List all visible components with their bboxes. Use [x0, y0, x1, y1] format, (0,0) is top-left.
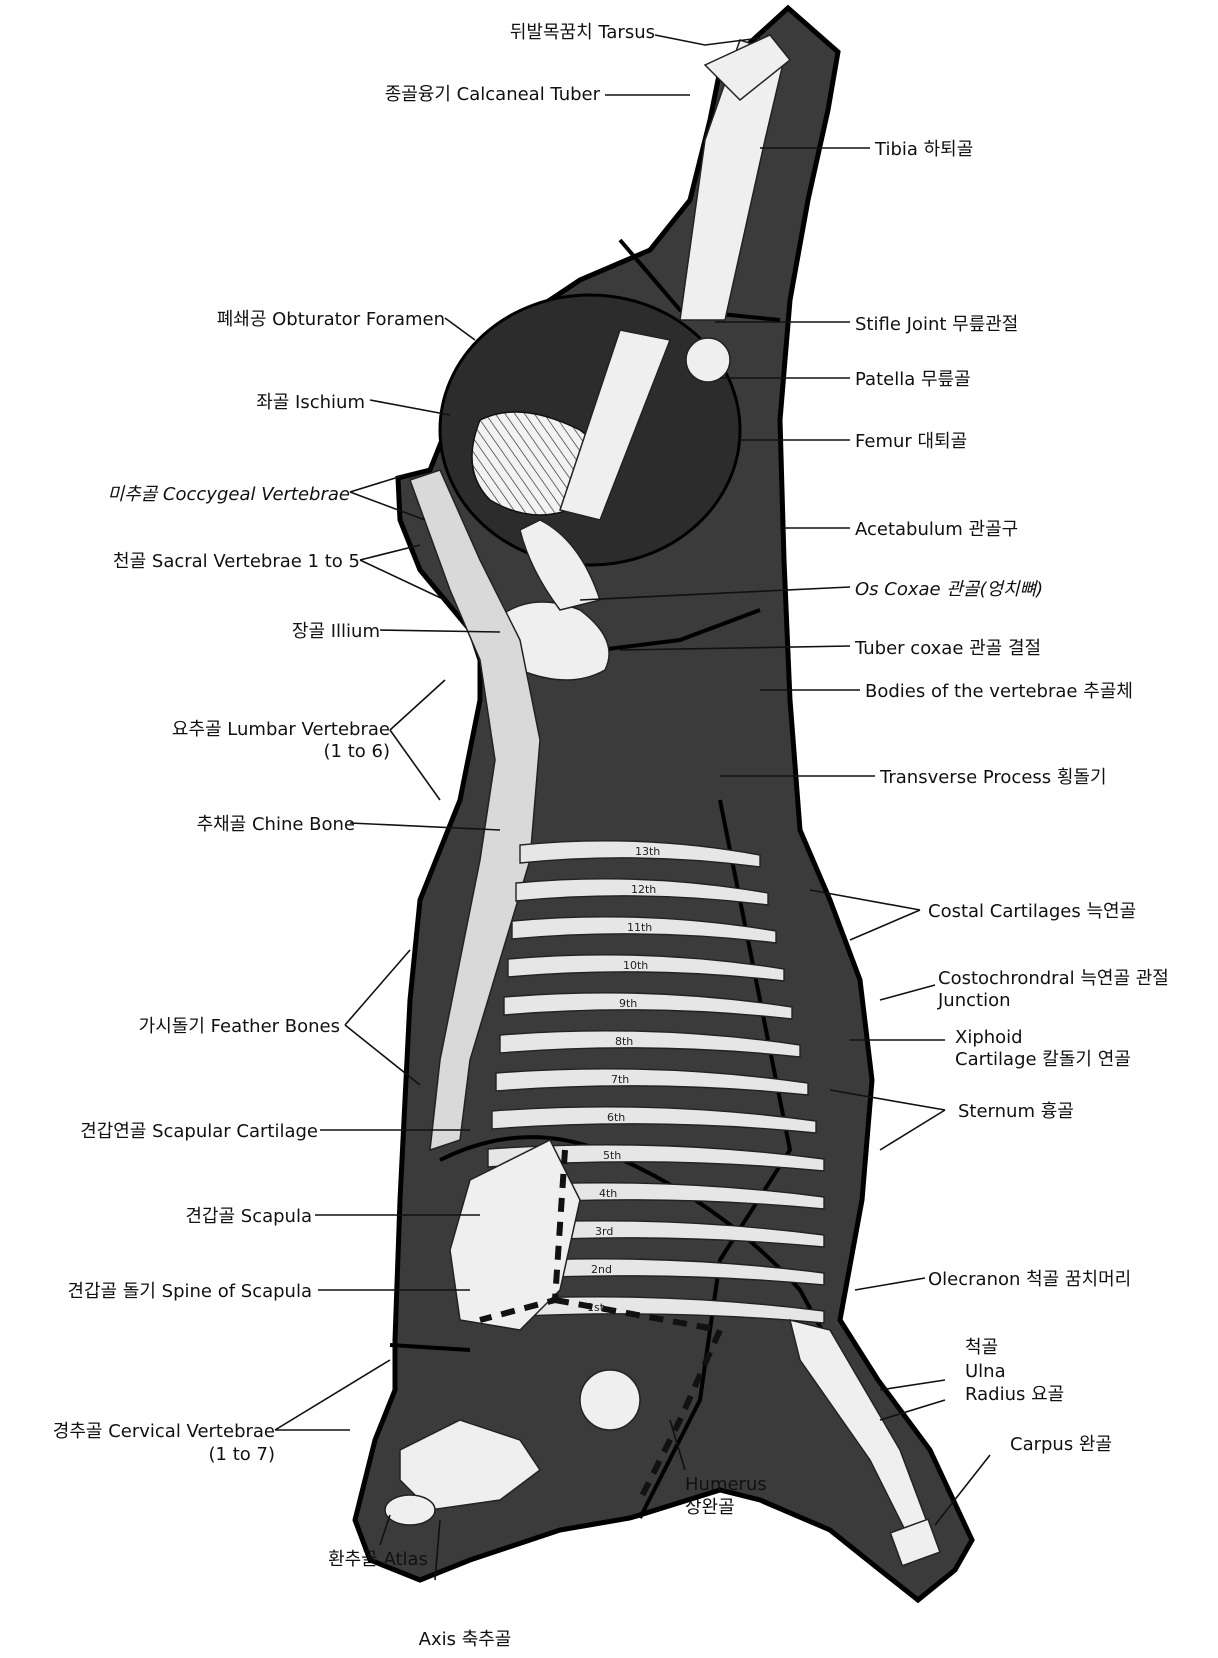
label-femur: Femur 대퇴골	[855, 431, 967, 452]
label-calcaneal-tuber: 종골융기 Calcaneal Tuber	[385, 84, 601, 105]
label-feather-bones: 가시돌기 Feather Bones	[139, 1016, 340, 1037]
patella-bone	[686, 338, 730, 382]
carcass-outline	[355, 8, 972, 1600]
label-scapular-cartilage: 견갑연골 Scapular Cartilage	[80, 1121, 318, 1142]
label-ilium: 장골 Illium	[292, 621, 380, 642]
rib-label-13th: 13th	[635, 845, 660, 858]
label-acetabulum: Acetabulum 관골구	[855, 519, 1018, 540]
label-costal-cartilages: Costal Cartilages 늑연골	[928, 901, 1136, 922]
rib-label-3rd: 3rd	[595, 1225, 613, 1238]
label-olecranon: Olecranon 척골 꿈치머리	[928, 1269, 1131, 1290]
label-obturator-foramen: 폐쇄공 Obturator Foramen	[217, 309, 445, 330]
label-axis: Axis 축추골	[419, 1629, 512, 1650]
rib-label-4th: 4th	[599, 1187, 617, 1200]
label-ischium: 좌골 Ischium	[256, 392, 365, 413]
label-humerus-1: Humerus	[685, 1474, 767, 1495]
rib-label-7th: 7th	[611, 1073, 629, 1086]
label-bodies-vertebrae: Bodies of the vertebrae 추골체	[865, 681, 1133, 702]
label-coccygeal: 미추골 Coccygeal Vertebrae	[108, 484, 350, 505]
label-tarsus: 뒤발목꿈치 Tarsus	[510, 22, 655, 43]
rib-label-6th: 6th	[607, 1111, 625, 1124]
label-atlas: 환추골 Atlas	[328, 1549, 428, 1570]
label-xiphoid-2: Cartilage 칼돌기 연골	[955, 1049, 1131, 1070]
label-stifle-joint: Stifle Joint 무릎관절	[855, 314, 1018, 335]
label-lumbar-1: 요추골 Lumbar Vertebrae	[172, 719, 390, 740]
label-tuber-coxae: Tuber coxae 관골 결절	[854, 638, 1041, 659]
label-ulna-1: 척골	[965, 1337, 998, 1358]
label-lumbar-2: (1 to 6)	[324, 741, 390, 762]
rib-label-11th: 11th	[627, 921, 652, 934]
rib-label-2nd: 2nd	[591, 1263, 612, 1276]
label-sternum: Sternum 흉골	[958, 1101, 1074, 1122]
label-ulna-2: Ulna	[965, 1361, 1006, 1382]
label-chine-bone: 추채골 Chine Bone	[197, 814, 355, 835]
label-costochondral-2: Junction	[937, 990, 1011, 1011]
label-costochondral-1: Costochrondral 늑연골 관절	[938, 968, 1169, 989]
label-radius: Radius 요골	[965, 1384, 1064, 1405]
humerus-head	[580, 1370, 640, 1430]
label-spine-of-scapula: 견갑골 돌기 Spine of Scapula	[67, 1281, 312, 1302]
label-patella: Patella 무릎골	[855, 369, 971, 390]
label-os-coxae: Os Coxae 관골(엉치뼈)	[855, 579, 1043, 600]
label-xiphoid-1: Xiphoid	[955, 1027, 1023, 1048]
rib-label-8th: 8th	[615, 1035, 633, 1048]
rib-label-5th: 5th	[603, 1149, 621, 1162]
label-sacral: 천골 Sacral Vertebrae 1 to 5	[113, 551, 360, 572]
label-cervical-1: 경추골 Cervical Vertebrae	[53, 1421, 275, 1442]
rib-label-10th: 10th	[623, 959, 648, 972]
label-carpus: Carpus 완골	[1010, 1434, 1112, 1455]
rib-label-12th: 12th	[631, 883, 656, 896]
atlas-bone	[385, 1495, 435, 1525]
label-cervical-2: (1 to 7)	[209, 1444, 275, 1465]
label-scapula: 견갑골 Scapula	[185, 1206, 312, 1227]
label-humerus-2: 상완골	[685, 1497, 735, 1518]
label-tibia: Tibia 하퇴골	[874, 139, 973, 160]
label-transverse-process: Transverse Process 횡돌기	[879, 767, 1107, 788]
rib-label-9th: 9th	[619, 997, 637, 1010]
